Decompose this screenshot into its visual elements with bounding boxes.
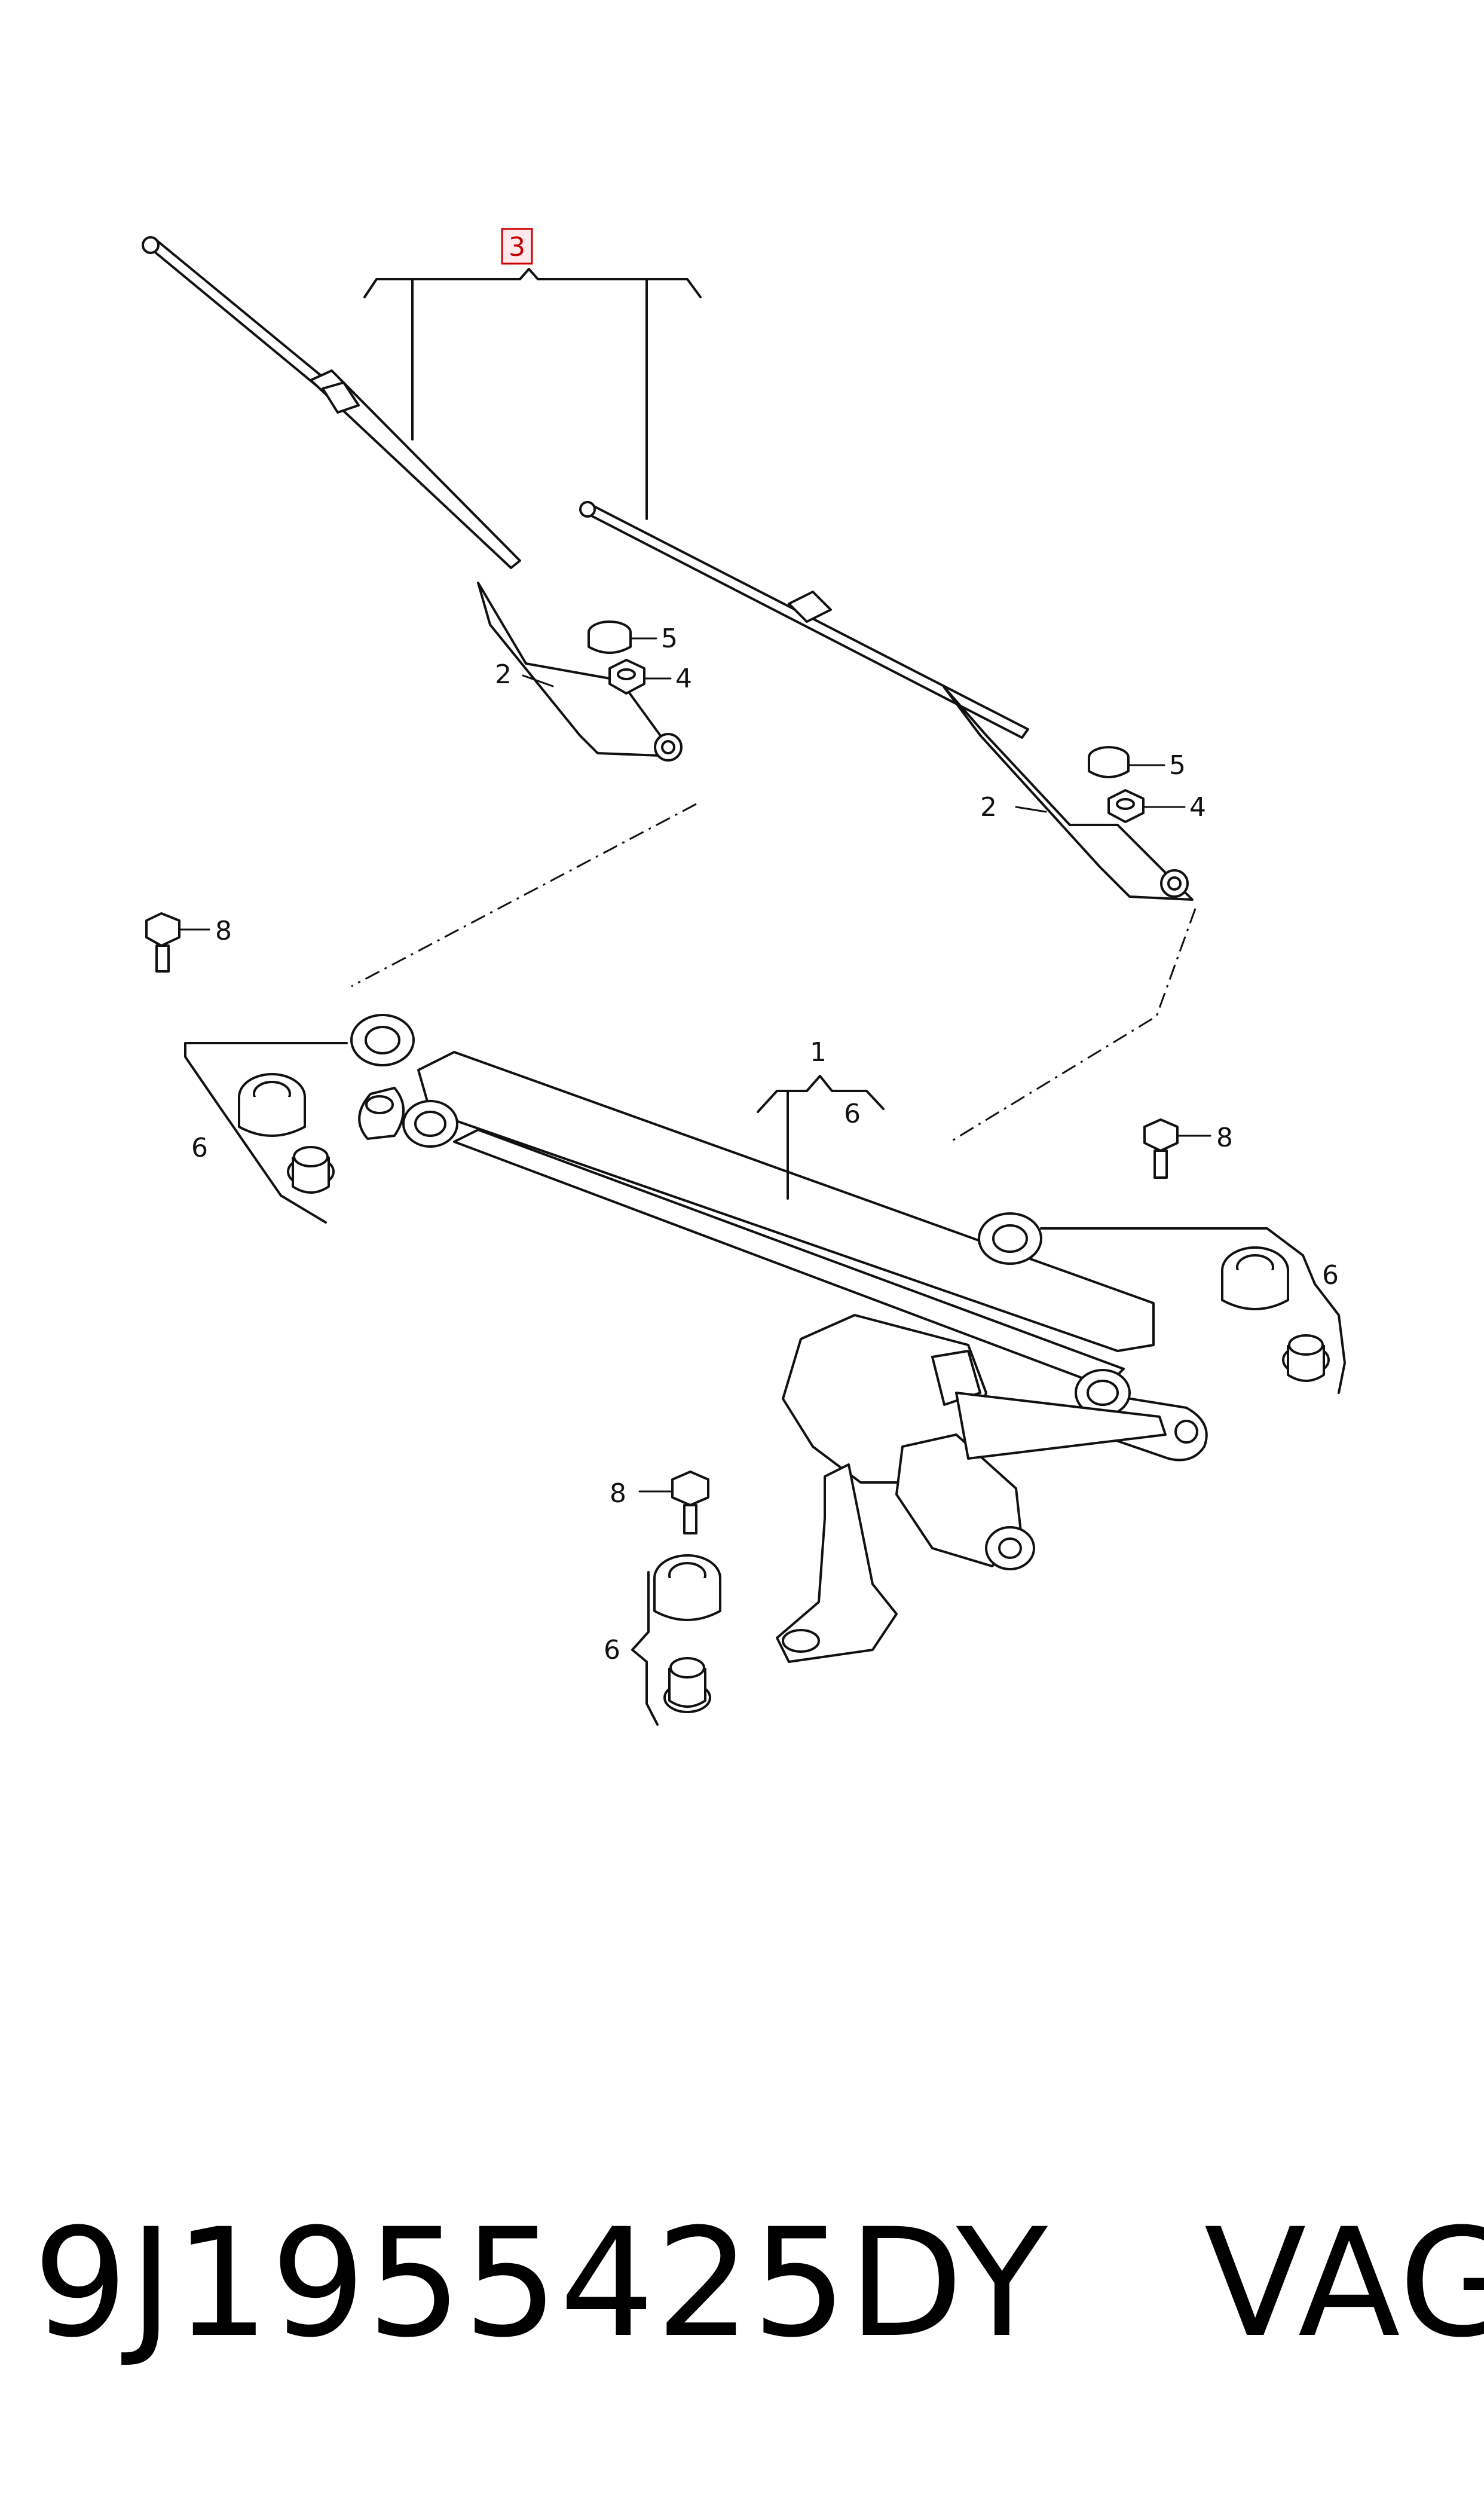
bushing-bottom-icon [653, 1554, 721, 1621]
callout-2-left: 2 [495, 659, 512, 690]
leader-2-right [1015, 806, 1047, 813]
cap-left-icon [588, 620, 632, 654]
sleeve-left-icon [287, 1146, 335, 1194]
alignment-line-left [351, 803, 697, 988]
bracket-6-left [184, 1042, 348, 1224]
callout-2-right: 2 [980, 792, 997, 823]
brand-name: VAG [1204, 2196, 1484, 2370]
bolt-bottom-icon [671, 1471, 709, 1534]
bushing-right-icon [1221, 1246, 1289, 1310]
callout-8-right: 8 [1216, 1123, 1233, 1153]
callout-1-label: 1 [810, 1037, 827, 1068]
sleeve-right-icon [1282, 1334, 1330, 1382]
callout-3-box [501, 228, 533, 265]
cap-right-icon [1088, 746, 1130, 778]
callout-4-left: 4 [675, 664, 692, 694]
callout-8-left: 8 [215, 916, 232, 946]
sleeve-bottom-icon [663, 1657, 711, 1713]
bolt-right-icon [1143, 1118, 1179, 1179]
alignment-line-right [950, 908, 1197, 1143]
callout-1-bracket [757, 1075, 885, 1200]
callout-6-bottom: 6 [604, 1635, 620, 1665]
exploded-parts-diagram: 3 2 5 4 2 5 4 [142, 228, 1346, 1726]
nut-left-icon [608, 659, 645, 695]
bracket-6-right [1040, 1227, 1346, 1394]
nut-right-icon [1107, 789, 1145, 823]
callout-3-bracket [363, 268, 702, 520]
callout-5-right: 5 [1169, 750, 1186, 781]
callout-6-left: 6 [191, 1133, 208, 1163]
grommet-left-icon [350, 1014, 415, 1066]
leader-2-left [522, 674, 554, 687]
callout-8-bottom: 8 [610, 1478, 626, 1509]
bushing-left-icon [238, 1073, 306, 1137]
callout-6-right: 6 [1322, 1260, 1339, 1291]
callout-5-left: 5 [661, 623, 678, 654]
callout-3-label: 3 [509, 232, 525, 262]
bracket-6-bottom [631, 1571, 659, 1726]
wiper-arm-right[interactable] [579, 501, 1194, 901]
wiper-motor[interactable] [776, 1314, 1167, 1663]
part-caption: 9J1955425DY VAG [33, 2194, 1484, 2373]
bolt-left-icon [145, 912, 180, 973]
callout-6-linkage: 6 [844, 1099, 861, 1129]
wiper-arm-left[interactable] [142, 236, 683, 762]
part-number: 9J1955425DY [33, 2196, 1049, 2370]
callout-3-group[interactable]: 3 [363, 228, 702, 520]
callout-4-right: 4 [1189, 792, 1206, 823]
grommet-right-icon [978, 1212, 1042, 1265]
